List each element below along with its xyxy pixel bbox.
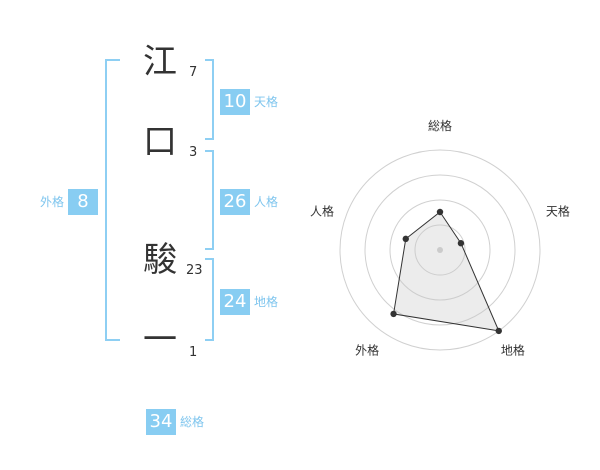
tenkaku-label: 天格: [254, 95, 279, 109]
radar-point-3: [495, 327, 502, 335]
radar-point-2: [457, 240, 465, 247]
name-char-3: 駿: [143, 240, 177, 280]
gaikaku-badge: 外格 8: [40, 189, 99, 215]
soukaku-value: 34: [146, 409, 176, 435]
soukaku-label: 総格: [180, 415, 205, 429]
jinkaku-value: 26: [220, 189, 250, 215]
radar-point-1: [436, 208, 444, 216]
gaikaku-label: 外格: [40, 195, 65, 209]
radar-axis-label-4: 外格: [355, 342, 379, 357]
stroke-count-1: 7: [189, 65, 198, 80]
tenkaku-badge: 10 天格: [220, 89, 278, 115]
chikaku-label: 地格: [254, 295, 279, 309]
jinkaku-bracket: [205, 150, 214, 250]
radar-point-5: [402, 235, 409, 243]
stroke-count-2: 3: [189, 145, 198, 160]
name-char-1: 江: [143, 42, 177, 82]
stroke-count-4: 1: [189, 345, 198, 360]
tenkaku-value: 10: [220, 89, 250, 115]
radar-axis-label-5: 人格: [310, 204, 334, 219]
radar-polygon: [392, 211, 500, 332]
radar-axis-label-2: 天格: [546, 204, 570, 219]
radar-axis-label-3: 地格: [501, 342, 525, 357]
chikaku-badge: 24 地格: [220, 289, 278, 315]
outer-bracket: [105, 59, 120, 341]
radar-center-dot: [437, 247, 443, 253]
radar-point-4: [390, 310, 397, 318]
jinkaku-label: 人格: [254, 195, 279, 209]
jinkaku-badge: 26 人格: [220, 189, 278, 215]
radar-axis-label-1: 総格: [428, 118, 452, 133]
name-char-2: 口: [143, 122, 177, 162]
soukaku-badge: 34 総格: [146, 409, 204, 435]
stroke-count-3: 23: [186, 263, 203, 278]
chikaku-value: 24: [220, 289, 250, 315]
name-char-4: 一: [143, 320, 177, 360]
gaikaku-value: 8: [68, 189, 99, 215]
chikaku-bracket: [205, 258, 214, 341]
tenkaku-bracket: [205, 59, 214, 140]
